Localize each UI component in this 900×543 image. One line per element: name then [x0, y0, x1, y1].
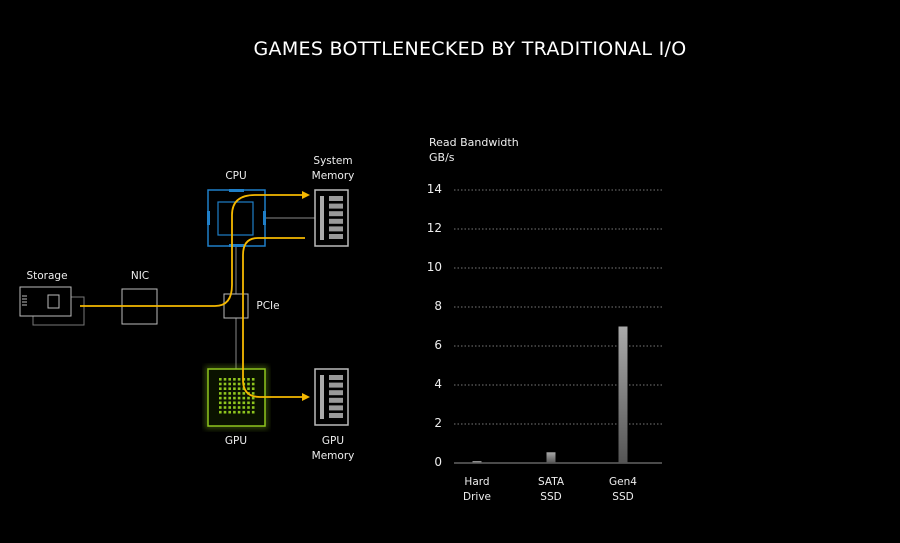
bar [472, 461, 482, 463]
pcie-icon [223, 293, 249, 319]
arrow-icon [302, 191, 310, 199]
nic-label: NIC [130, 270, 150, 282]
y-tick-label: 14 [426, 182, 442, 196]
y-tick-label: 12 [426, 221, 442, 235]
y-tick-label: 0 [434, 455, 442, 469]
arrow-icon [302, 393, 310, 401]
bar [618, 326, 628, 463]
gpu-label: GPU [224, 435, 248, 447]
slide-title: GAMES BOTTLENECKED BY TRADITIONAL I/O [253, 38, 687, 60]
y-tick-label: 2 [434, 416, 442, 430]
gpu-memory-icon [314, 368, 349, 426]
bandwidth-chart [454, 189, 662, 464]
y-tick-label: 8 [434, 299, 442, 313]
y-tick-label: 10 [426, 260, 442, 274]
storage-icon [19, 286, 85, 326]
data-path [80, 194, 305, 398]
cpu-icon [207, 189, 266, 247]
bar [546, 452, 556, 463]
storage-label: Storage [26, 270, 68, 282]
y-tick-label: 4 [434, 377, 442, 391]
pcie-label: PCIe [256, 300, 280, 312]
system-memory-icon [314, 189, 349, 247]
cpu-label: CPU [225, 170, 247, 182]
y-tick-label: 6 [434, 338, 442, 352]
